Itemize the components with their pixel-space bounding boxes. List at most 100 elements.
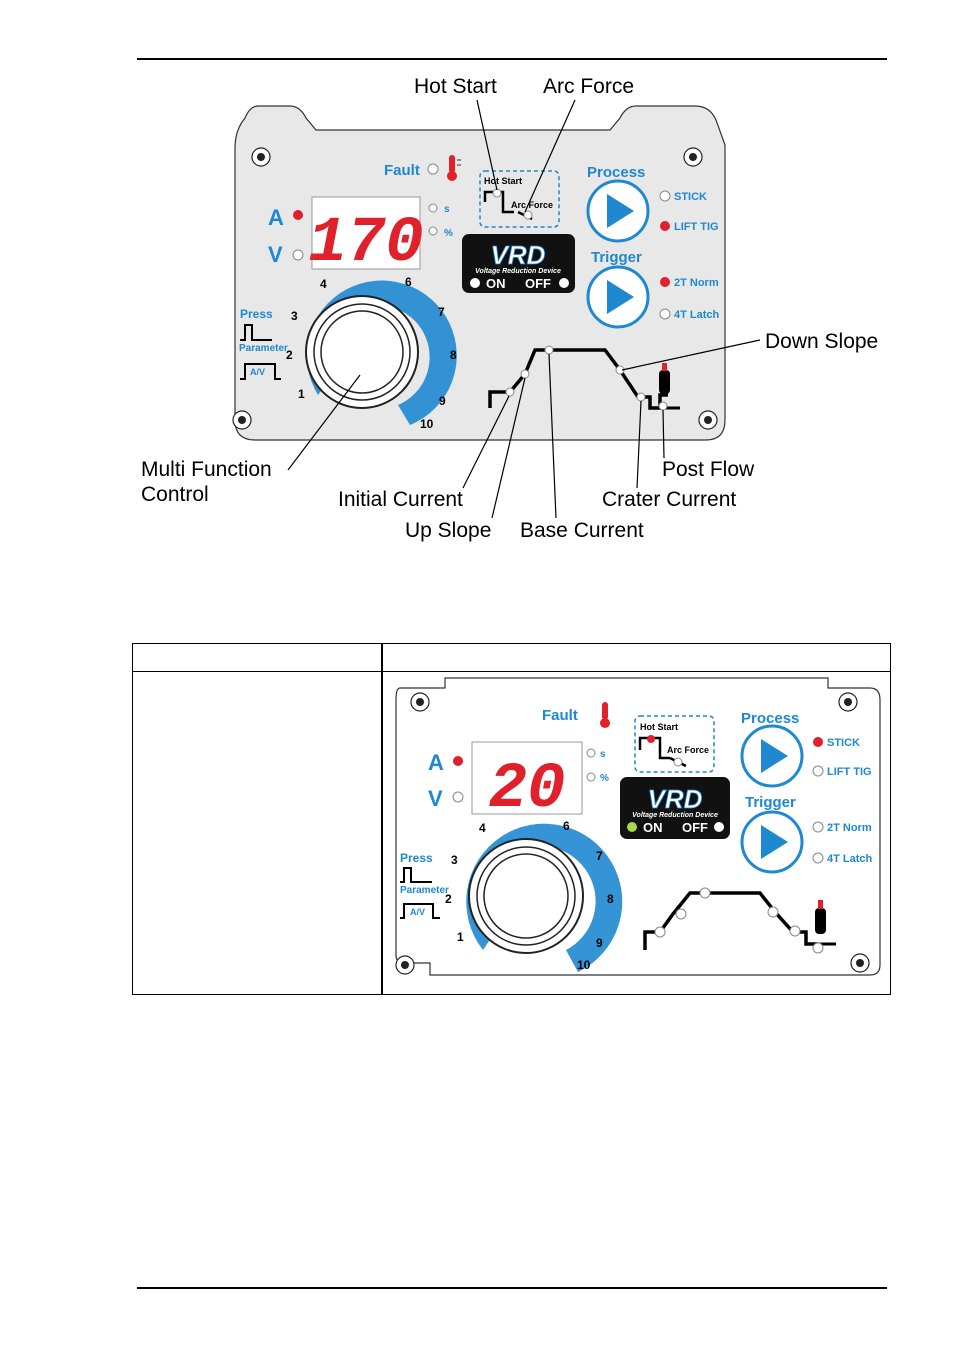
av-pulse-icon [400,903,440,919]
callout-down-slope: Down Slope [765,330,879,353]
callout-base-current: Base Current [520,519,644,542]
screw-icon [838,692,858,712]
vrd-on-label: ON [643,820,663,835]
amps-led [453,756,463,766]
av-label: A/V [250,367,265,377]
process-button[interactable] [740,724,804,788]
stick-label: STICK [827,737,860,749]
trigger-label: Trigger [745,794,796,811]
dial-number: 7 [438,305,445,319]
table-column-divider [381,644,383,994]
dial-number: 8 [607,892,614,906]
thermometer-icon [447,155,461,181]
bottom-rule [137,1287,887,1289]
post-flow-led [812,942,824,954]
unit-pct: % [444,228,453,239]
hot-start-led [647,735,655,743]
vrd-on-led [627,822,637,832]
vrd-off-led [714,822,724,832]
dial-number: 1 [298,387,305,401]
table-header-row [133,644,890,672]
4t-latch-led [812,852,824,864]
base-current-led [699,887,711,899]
screw-icon [251,147,271,167]
press-pulse-icon [240,324,272,341]
screw-icon [683,147,703,167]
unit-s-led [428,203,438,213]
screw-icon [232,410,252,430]
screw-icon [395,955,415,975]
volts-label: V [428,786,443,811]
play-icon [761,825,788,859]
top-rule [137,58,887,60]
multi-function-control-knob[interactable] [468,838,584,954]
callout-arc-force: Arc Force [543,75,635,98]
dial-number: 8 [450,348,457,362]
fault-led [427,163,439,175]
lift-tig-label: LIFT TIG [674,221,719,233]
unit-pct-led [428,226,438,236]
vrd-on-label: ON [486,276,506,291]
initial-current-led [505,387,515,397]
dial-scale-arc [466,823,623,972]
trigger-label: Trigger [591,249,642,266]
crater-current-led [789,925,801,937]
process-label: Process [741,710,799,727]
callout-mfc-line1: Multi Function [141,458,272,481]
process-button[interactable] [586,179,650,243]
unit-s: s [444,204,450,215]
process-label: Process [587,164,645,181]
volts-label: V [268,242,283,267]
2t-norm-led [812,821,824,833]
dial-number: 7 [596,849,603,863]
callout-post-flow: Post Flow [662,458,755,481]
stick-label: STICK [674,191,707,203]
amps-label: A [268,205,284,230]
gas-bottle-icon [815,900,826,934]
digital-display [471,741,583,815]
parameter-label: Parameter [400,885,449,896]
stick-led [813,737,823,747]
av-label: A/V [410,907,425,917]
dial-number: 10 [420,417,434,431]
initial-current-led [654,926,666,938]
arc-force-led [523,210,533,220]
thermometer-icon [600,702,610,728]
dial-number: 10 [577,958,591,972]
unit-pct-led [586,772,596,782]
callout-up-slope: Up Slope [405,519,492,542]
table-frame [132,643,891,995]
dial-number: 4 [320,277,327,291]
play-icon [761,739,788,773]
dial-numbers: 1 2 3 4 6 7 8 9 10 [445,819,614,972]
multi-function-control-knob[interactable] [305,295,419,409]
play-icon [607,280,634,314]
2t-norm-led [660,277,670,287]
trigger-button[interactable] [586,265,650,329]
callout-mfc-line2: Control [141,483,209,506]
hot-start-arc-force-box [634,715,715,773]
display-value: 170 [308,208,423,280]
vrd-on-led [470,278,480,288]
vrd-off-label: OFF [525,276,551,291]
vrd-indicator [462,234,575,293]
callout-crater-current: Crater Current [602,488,737,511]
trigger-button[interactable] [740,810,804,874]
display-value: 20 [489,754,566,826]
hot-start-label: Hot Start [640,722,678,732]
vrd-logo: VRD [648,784,703,814]
dial-number: 2 [286,348,293,362]
dial-number: 6 [563,819,570,833]
dial-number: 6 [405,275,412,289]
callout-leader-lines [287,99,761,519]
fault-label: Fault [384,162,420,179]
arc-force-led [673,757,683,767]
lift-tig-led [660,221,670,231]
amps-label: A [428,750,444,775]
dial-number: 2 [445,892,452,906]
dial-number: 3 [451,853,458,867]
vrd-off-led [559,278,569,288]
volts-led [452,791,464,803]
screw-icon [850,953,870,973]
